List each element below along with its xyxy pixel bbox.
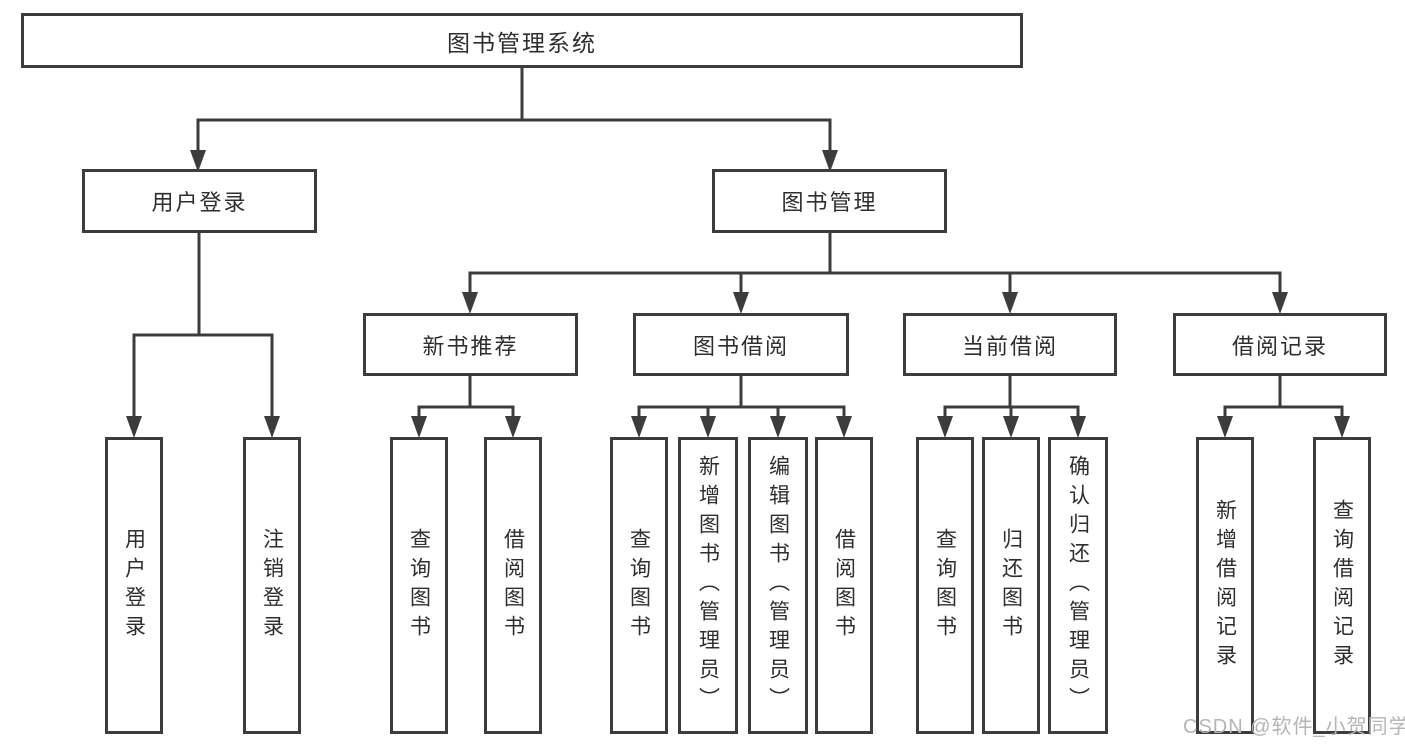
node-label: 借阅图书 <box>501 527 525 644</box>
leaf-query-books-recommend: 查询图书 <box>390 437 448 734</box>
node-user-login: 用户登录 <box>82 169 317 233</box>
node-label: 查询图书 <box>407 527 431 644</box>
node-label: 新增图书（管理员） <box>696 455 720 716</box>
node-label: 查询图书 <box>627 527 651 644</box>
leaf-confirm-return-admin: 确认归还（管理员） <box>1048 437 1108 734</box>
node-label: 查询图书 <box>933 527 957 644</box>
node-label: 注销登录 <box>260 527 284 644</box>
leaf-query-books-borrow: 查询图书 <box>610 437 668 734</box>
node-label: 归还图书 <box>999 527 1023 644</box>
node-label: 查询借阅记录 <box>1330 498 1354 673</box>
node-label: 确认归还（管理员） <box>1066 455 1090 716</box>
node-book-borrow: 图书借阅 <box>633 313 849 376</box>
node-label: 新书推荐 <box>422 333 519 359</box>
leaf-user-login: 用户登录 <box>105 437 163 734</box>
node-label: 图书管理 <box>781 190 878 215</box>
node-label: 借阅图书 <box>832 527 856 644</box>
node-label: 借阅记录 <box>1231 333 1328 359</box>
leaf-query-borrow-record: 查询借阅记录 <box>1313 437 1371 734</box>
watermark: CSDN @软件_小贺同学 <box>1183 716 1405 738</box>
node-current-borrow: 当前借阅 <box>903 313 1117 376</box>
node-label: 当前借阅 <box>961 333 1058 359</box>
node-label: 用户登录 <box>122 527 146 644</box>
leaf-query-books-current: 查询图书 <box>916 437 974 734</box>
leaf-edit-book-admin: 编辑图书（管理员） <box>748 437 808 734</box>
leaf-borrow-books-recommend: 借阅图书 <box>484 437 542 734</box>
node-label: 编辑图书（管理员） <box>766 455 790 716</box>
leaf-add-book-admin: 新增图书（管理员） <box>678 437 738 734</box>
node-book-management: 图书管理 <box>712 169 947 233</box>
node-label: 用户登录 <box>151 190 248 215</box>
node-borrow-records: 借阅记录 <box>1173 313 1387 376</box>
node-label: 图书借阅 <box>692 333 789 359</box>
node-new-book-recommend: 新书推荐 <box>363 313 578 376</box>
leaf-borrow-books: 借阅图书 <box>815 437 873 734</box>
leaf-return-book: 归还图书 <box>982 437 1040 734</box>
node-label: 新增借阅记录 <box>1213 498 1237 673</box>
node-library-management-system: 图书管理系统 <box>21 13 1023 68</box>
leaf-logout: 注销登录 <box>243 437 301 734</box>
leaf-add-borrow-record: 新增借阅记录 <box>1196 437 1254 734</box>
node-label: 图书管理系统 <box>447 29 597 56</box>
